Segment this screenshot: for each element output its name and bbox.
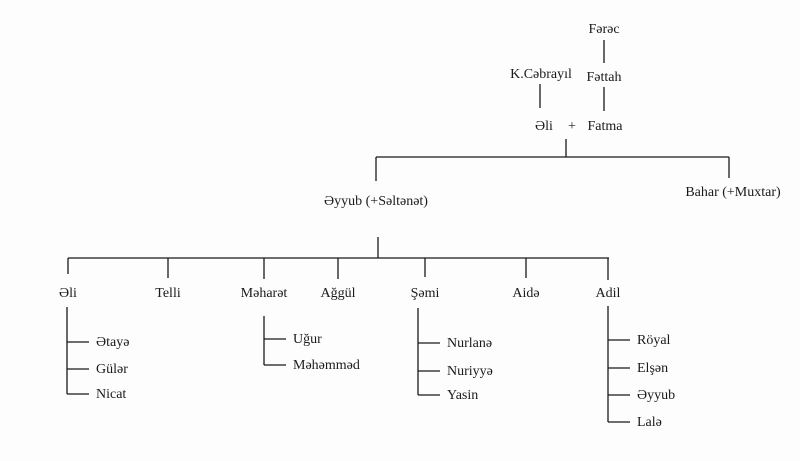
person-bahar: Bahar (+Muxtar) (685, 185, 781, 200)
person-great-grandchild: Elşən (637, 361, 668, 376)
person-grandchild: Telli (155, 286, 181, 301)
person-great-grandchild: Nicat (96, 387, 126, 402)
person-grandchild: Şəmi (411, 286, 440, 301)
person-great-grandchild: Əyyub (637, 388, 675, 403)
person-great-grandchild: Uğur (293, 332, 322, 347)
person-grandchild: Əli (59, 286, 77, 301)
person-great-grandchild: Nuriyyə (447, 364, 493, 379)
person-grandchild: Adil (596, 286, 621, 301)
person-great-grandchild: Gülər (96, 362, 128, 377)
person-great-grandchild: Lalə (637, 415, 662, 430)
person-great-grandchild: Röyal (637, 333, 671, 348)
person-k-cebrayil: K.Cəbrayıl (510, 67, 572, 82)
person-fettah: Fəttah (587, 70, 622, 85)
person-grandchild: Məharət (241, 286, 288, 301)
marriage-plus: + (568, 119, 576, 134)
person-great-grandchild: Ətayə (96, 335, 129, 350)
person-great-grandchild: Məhəmməd (293, 358, 360, 373)
person-eli-father: Əli (535, 119, 553, 134)
person-grandchild: Ağgül (321, 286, 356, 301)
person-great-grandchild: Yasin (447, 388, 478, 403)
person-eyyub: Əyyub (+Səltənət) (324, 194, 428, 209)
person-grandchild: Aidə (512, 286, 539, 301)
person-ferec: Fərəc (588, 22, 619, 37)
person-great-grandchild: Nurlanə (447, 336, 492, 351)
person-fatma: Fatma (588, 119, 624, 134)
